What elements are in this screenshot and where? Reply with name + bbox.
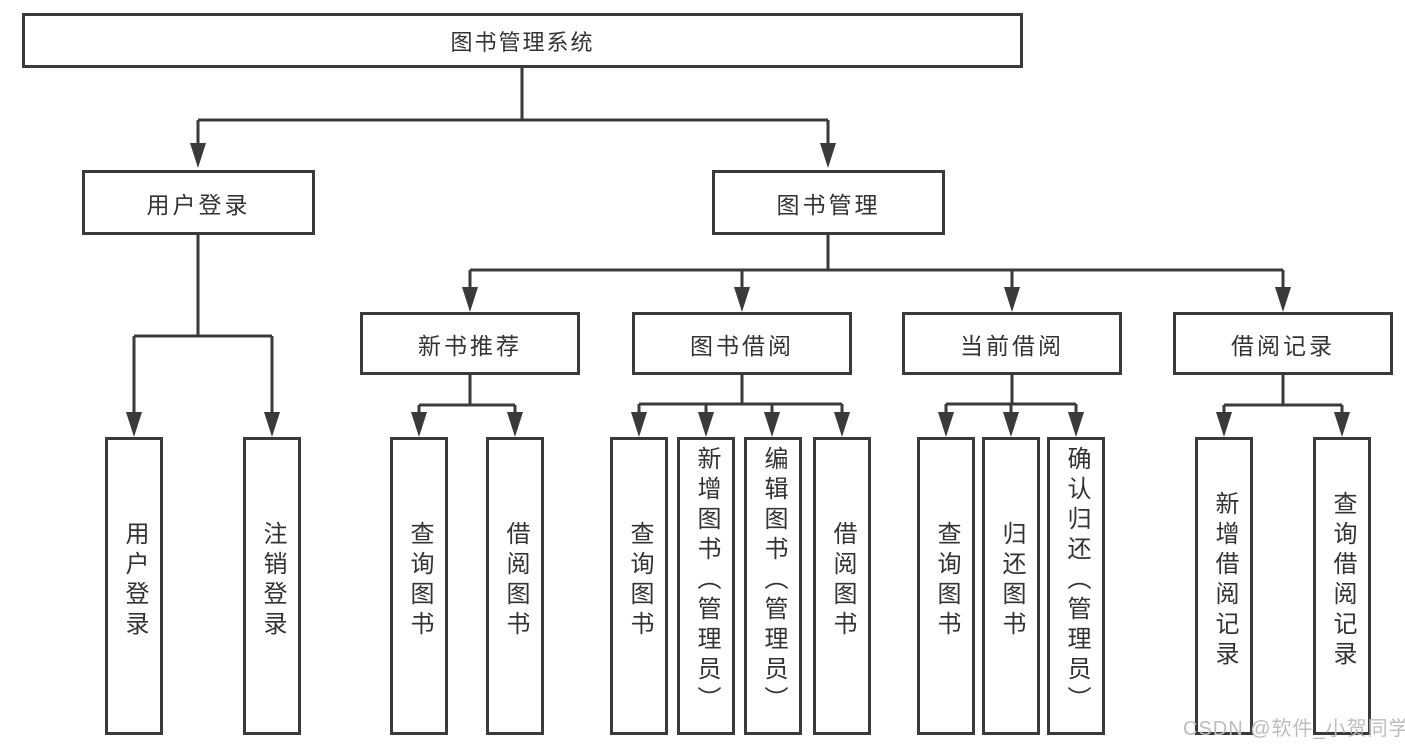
connector-paths <box>132 68 1344 414</box>
arrowhead <box>1003 412 1019 437</box>
csdn-watermark: CSDN @软件_小贺同学 <box>1183 718 1405 740</box>
leaf-current-confirm-return-admin: 确认归还（管理员） <box>1047 437 1105 735</box>
leaf-borrow-borrow-books-label: 借阅图书 <box>829 521 856 641</box>
leaf-borrow-query-books: 查询图书 <box>610 437 668 735</box>
leaf-logout: 注销登录 <box>243 437 301 735</box>
node-root: 图书管理系统 <box>22 13 1023 68</box>
node-book-management: 图书管理 <box>712 170 945 235</box>
connector-root-branch <box>196 68 830 146</box>
leaf-newbooks-query-books-label: 查询图书 <box>406 521 433 641</box>
arrowhead <box>834 412 850 437</box>
leaf-borrow-edit-books-admin-label: 编辑图书（管理员） <box>760 446 787 716</box>
arrowhead <box>126 412 142 437</box>
arrowhead <box>698 412 714 437</box>
connector-user-login-branch <box>132 235 274 414</box>
arrowhead <box>190 143 206 168</box>
leaf-newbooks-borrow-books-label: 借阅图书 <box>502 521 529 641</box>
node-new-book-recommend: 新书推荐 <box>360 312 580 375</box>
leaf-current-query-books-label: 查询图书 <box>933 521 960 641</box>
arrowhead <box>734 287 750 312</box>
leaf-borrow-query-books-label: 查询图书 <box>626 521 653 641</box>
leaf-borrow-add-books-admin-label: 新增图书（管理员） <box>693 446 720 716</box>
arrowhead <box>1004 287 1020 312</box>
leaf-newbooks-query-books: 查询图书 <box>390 437 448 735</box>
arrowhead <box>938 412 954 437</box>
node-borrow-records: 借阅记录 <box>1173 312 1393 375</box>
leaf-records-add-record: 新增借阅记录 <box>1195 437 1253 735</box>
connector-borrow-records-branch <box>1222 375 1344 414</box>
arrowhead <box>411 412 427 437</box>
leaf-records-add-record-label: 新增借阅记录 <box>1211 491 1238 671</box>
node-current-borrow: 当前借阅 <box>902 312 1122 375</box>
leaf-user-login: 用户登录 <box>105 437 163 735</box>
arrowhead <box>507 412 523 437</box>
arrowhead <box>462 287 478 312</box>
leaf-logout-label: 注销登录 <box>259 521 286 641</box>
leaf-current-return-books: 归还图书 <box>982 437 1040 735</box>
node-book-borrow: 图书借阅 <box>632 312 852 375</box>
leaf-borrow-edit-books-admin: 编辑图书（管理员） <box>744 437 802 735</box>
leaf-borrow-add-books-admin: 新增图书（管理员） <box>677 437 735 735</box>
arrowhead <box>764 412 780 437</box>
leaf-current-confirm-return-admin-label: 确认归还（管理员） <box>1063 446 1090 716</box>
connector-book-borrow-branch <box>637 375 844 414</box>
connector-book-mgmt-branch <box>468 233 1285 289</box>
arrowhead <box>820 143 836 168</box>
connector-new-books-branch <box>417 375 517 414</box>
leaf-records-query-record-label: 查询借阅记录 <box>1329 491 1356 671</box>
leaf-records-query-record: 查询借阅记录 <box>1313 437 1371 735</box>
leaf-borrow-borrow-books: 借阅图书 <box>813 437 871 735</box>
connector-current-borrow-branch <box>944 375 1078 414</box>
leaf-newbooks-borrow-books: 借阅图书 <box>486 437 544 735</box>
leaf-current-query-books: 查询图书 <box>917 437 975 735</box>
arrowhead <box>1334 412 1350 437</box>
leaf-current-return-books-label: 归还图书 <box>998 521 1025 641</box>
node-user-login: 用户登录 <box>82 170 315 235</box>
arrowheads <box>126 143 1350 437</box>
arrowhead <box>264 412 280 437</box>
leaf-user-login-label: 用户登录 <box>121 521 148 641</box>
arrowhead <box>631 412 647 437</box>
arrowhead <box>1275 287 1291 312</box>
arrowhead <box>1068 412 1084 437</box>
arrowhead <box>1216 412 1232 437</box>
